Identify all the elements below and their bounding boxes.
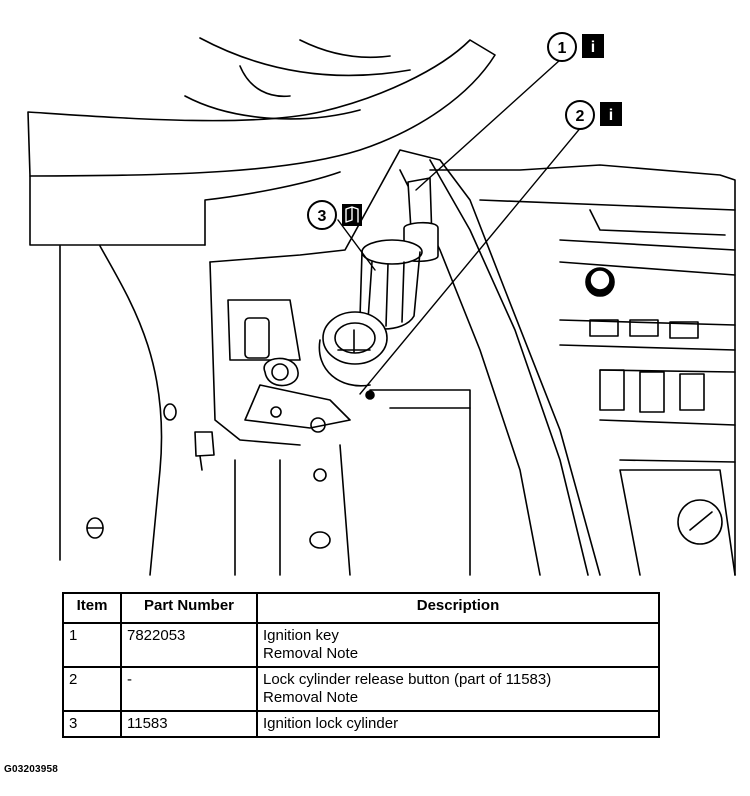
figure-code: G03203958: [4, 764, 59, 775]
part-number: 11583: [120, 710, 258, 738]
description: Ignition key Removal Note: [256, 622, 660, 668]
description-text: Ignition key: [263, 627, 339, 644]
callout-3: 3: [307, 200, 362, 230]
callout-2-icon-text: i: [609, 107, 613, 124]
item-number: 3: [62, 710, 122, 738]
description: Lock cylinder release button (part of 11…: [256, 666, 660, 712]
callout-1: 1 i: [547, 32, 604, 62]
removal-note-link[interactable]: Removal Note: [263, 645, 359, 662]
description-text: Ignition lock cylinder: [263, 715, 399, 732]
instrument-panel: [429, 164, 736, 576]
callout-3-number: 3: [318, 208, 327, 225]
leader-lines: [337, 59, 583, 395]
callout-1-icon-text: i: [591, 39, 595, 56]
table-row: 1 7822053 Ignition key Removal Note: [62, 622, 660, 668]
part-number: 7822053: [120, 622, 258, 668]
removal-note-link[interactable]: Removal Note: [263, 689, 359, 706]
header-item: Item: [62, 592, 122, 624]
ignition-lock-assembly: [244, 177, 439, 433]
table-header-row: Item Part Number Description: [62, 592, 660, 624]
callout-2-number: 2: [576, 108, 585, 125]
info-icon: [600, 102, 622, 126]
parts-table: Item Part Number Description 1 7822053 I…: [62, 592, 660, 738]
description: Ignition lock cylinder: [256, 710, 660, 738]
description-text: Lock cylinder release button (part of 11…: [263, 671, 552, 688]
info-icon: [582, 34, 604, 58]
item-number: 1: [62, 622, 122, 668]
callout-1-number: 1: [558, 40, 567, 57]
header-part-number: Part Number: [120, 592, 258, 624]
header-description: Description: [256, 592, 660, 624]
manual-reference-icon: [342, 204, 362, 226]
steering-wheel: [27, 37, 496, 576]
table-row: 2 - Lock cylinder release button (part o…: [62, 666, 660, 712]
table-row: 3 11583 Ignition lock cylinder: [62, 710, 660, 738]
item-number: 2: [62, 666, 122, 712]
steering-column-illustration: 1 i 2 i 3: [27, 32, 736, 576]
mounting-bolt: [86, 403, 215, 539]
callout-2: 2 i: [565, 100, 622, 130]
part-number: -: [120, 666, 258, 712]
